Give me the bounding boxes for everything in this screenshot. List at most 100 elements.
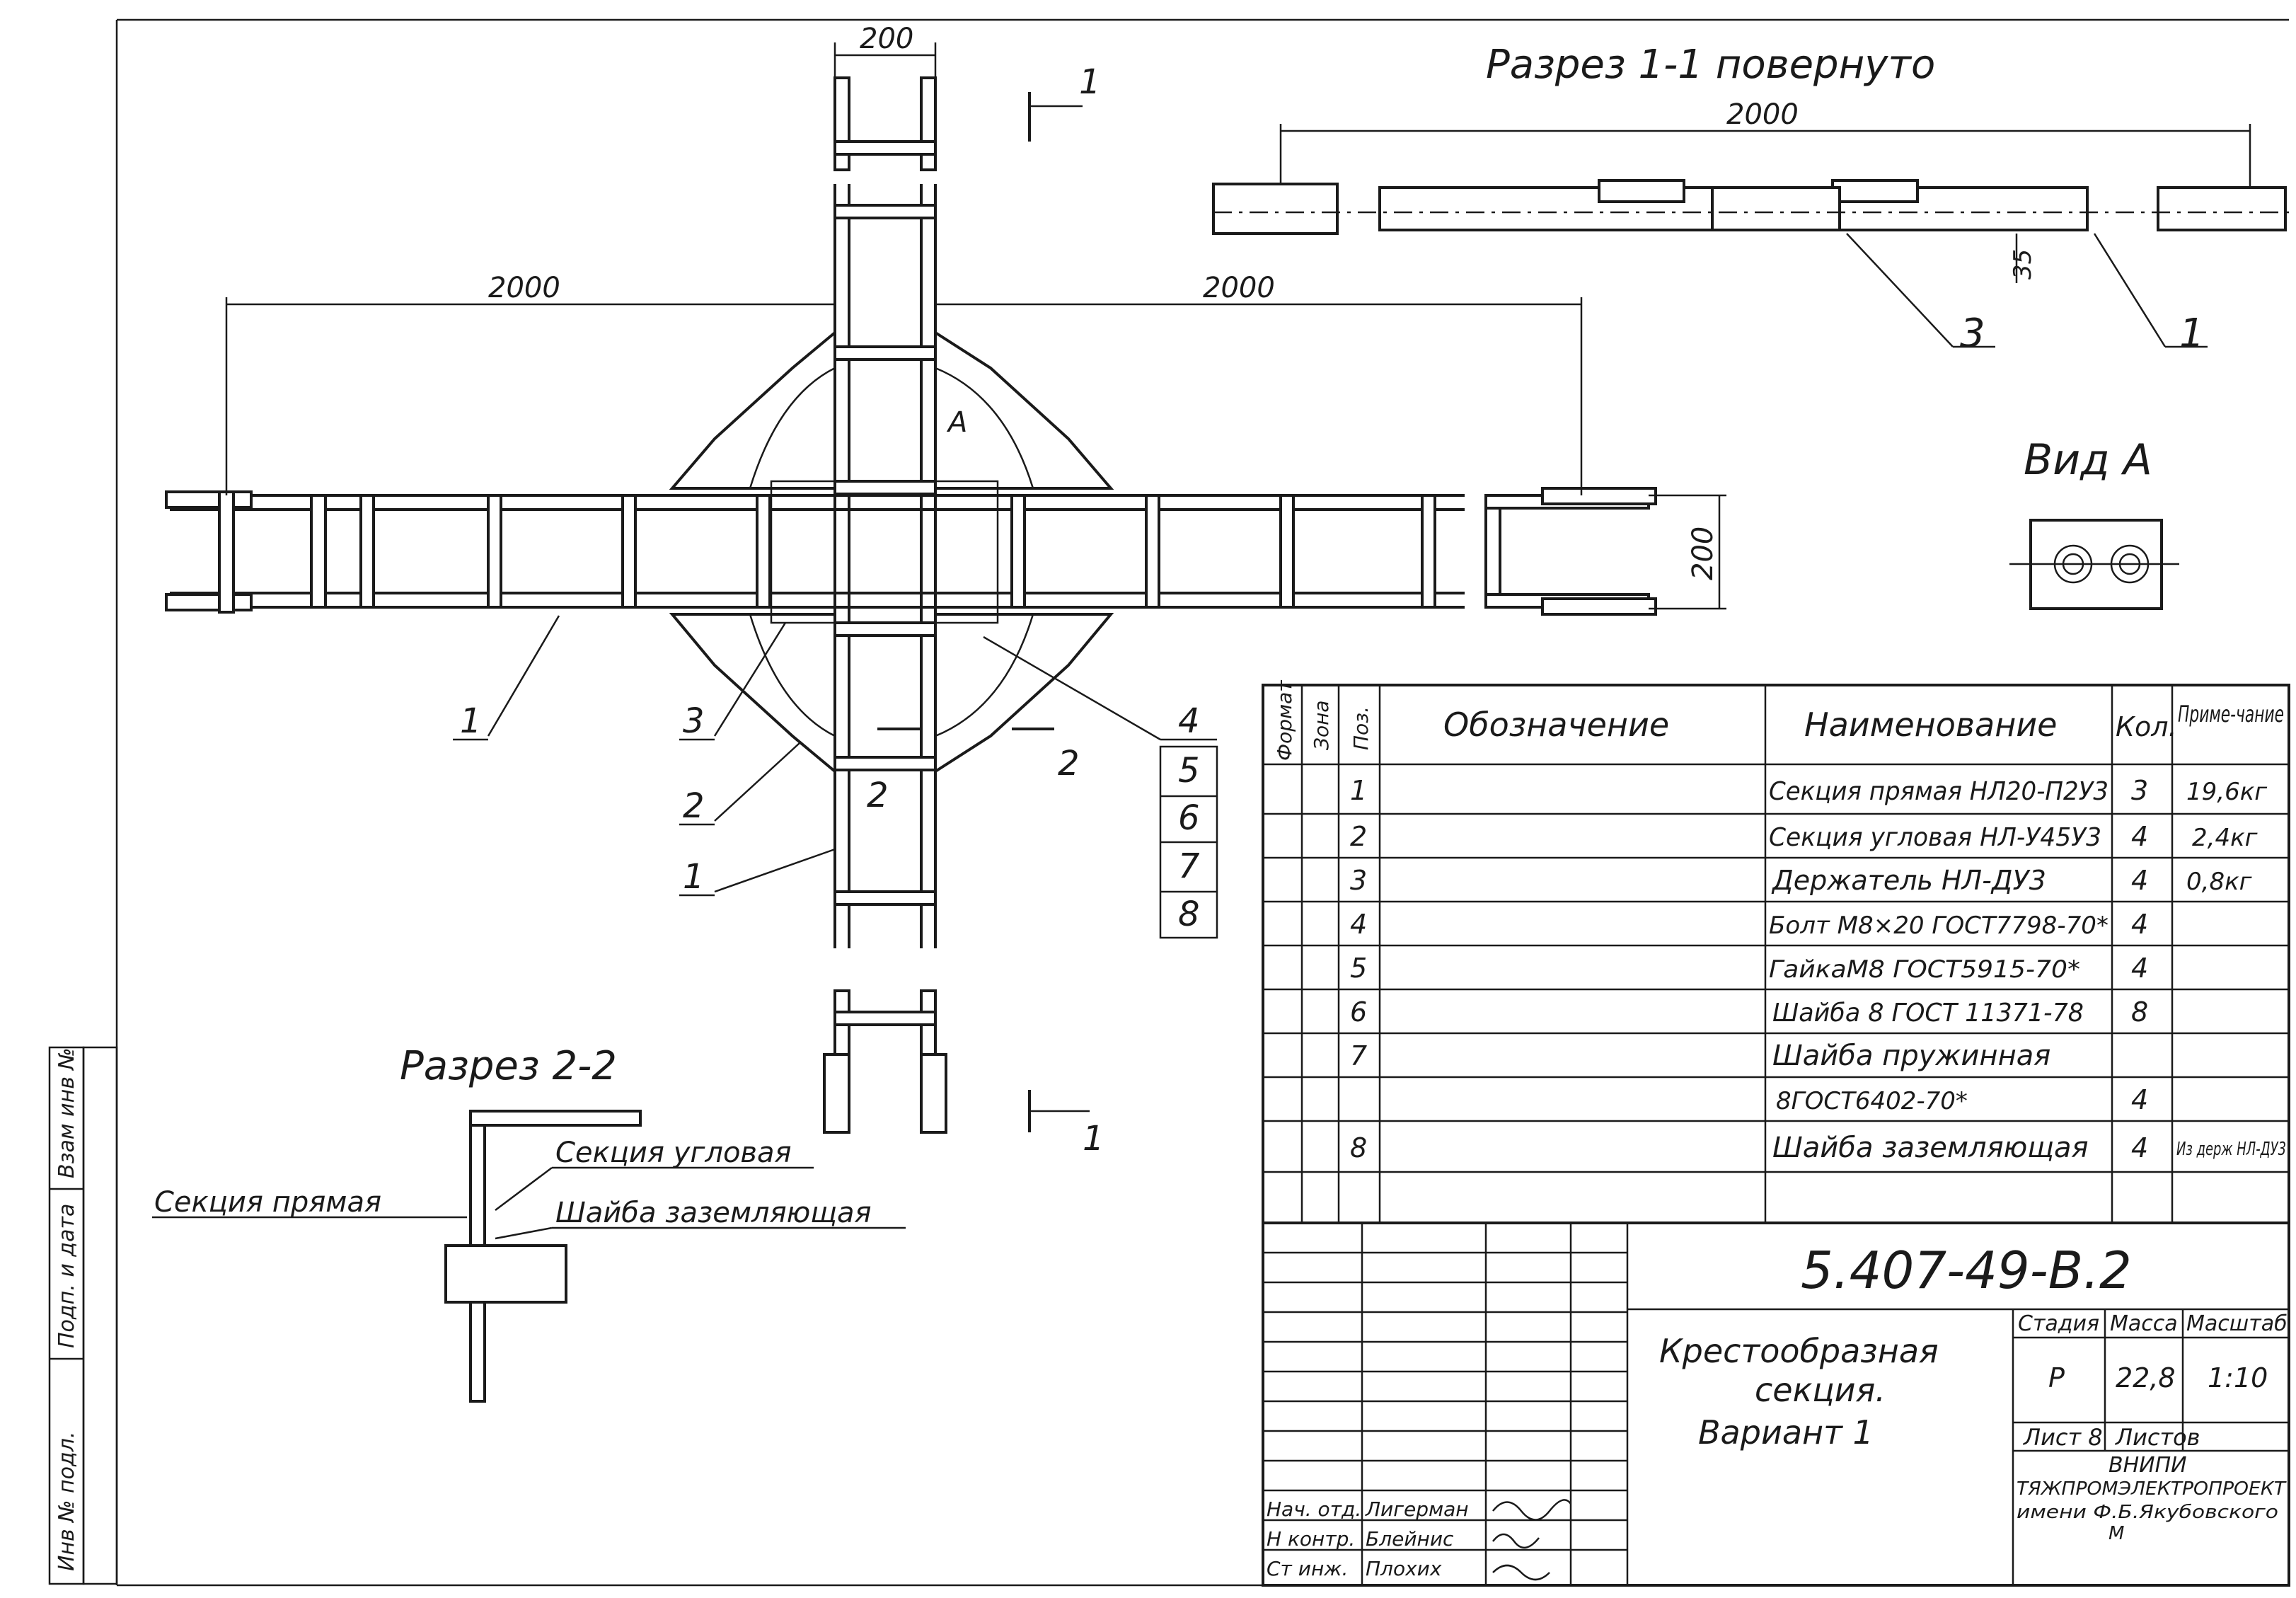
row-6-name: Шайба 8 ГОСТ 11371-78 [1772, 999, 2084, 1028]
sig-role-3: Ст инж. [1267, 1557, 1348, 1580]
section-1-1-drawing [1212, 124, 2289, 348]
sig-role-2: Н контр. [1267, 1527, 1355, 1551]
row-3-name: Держатель НЛ-ДУ3 [1771, 865, 2046, 896]
table-header-format: Формат [1273, 680, 1296, 761]
row-7b-name: 8ГОСТ6402-70* [1776, 1087, 1968, 1115]
callout-4: 4 [1178, 701, 1200, 741]
stage-value: Р [2048, 1362, 2065, 1393]
right-end-piece [1484, 487, 1657, 616]
cut-mark-2-left: 2 [867, 776, 889, 815]
table-header-name: Наименование [1804, 706, 2057, 744]
table-header-zone: Зона [1310, 700, 1333, 750]
callout-2: 2 [683, 786, 705, 826]
sig-name-3: Плохих [1366, 1557, 1442, 1580]
spec-rows: 1 Секция прямая НЛ20-П2У3 3 19,6кг 2 Сек… [1350, 775, 2286, 1164]
row-7b-qty: 4 [2131, 1084, 2148, 1115]
section-1-1-callout-3: 3 [1960, 311, 1985, 357]
cut-mark-2-right: 2 [1058, 744, 1080, 783]
mass-label: Масса [2110, 1311, 2178, 1336]
cut-mark-1-top: 1 [1079, 62, 1101, 102]
row-4-pos: 4 [1350, 909, 1367, 940]
row-3-qty: 4 [2131, 865, 2148, 896]
section-2-2-title: Разрез 2-2 [400, 1043, 617, 1089]
horizontal-rungs [359, 494, 1436, 609]
section-2-2-label-straight: Секция прямая [154, 1186, 381, 1219]
section-1-1-dim-2000: 2000 [1726, 98, 1799, 131]
table-header-note: Приме-чание [2178, 701, 2284, 728]
row-8-qty: 4 [2131, 1132, 2148, 1163]
section-2-2-label-washer: Шайба заземляющая [555, 1197, 872, 1229]
top-end-piece [833, 76, 937, 171]
corner-sections [669, 329, 1114, 775]
scale-label: Масштаб [2186, 1311, 2288, 1336]
row-6-qty: 8 [2131, 996, 2148, 1028]
leader-lines [453, 615, 1217, 897]
row-1-pos: 1 [1350, 775, 1367, 806]
callout-1-left: 1 [460, 701, 482, 741]
view-a-drawing [2009, 519, 2179, 610]
row-5-pos: 5 [1350, 953, 1367, 984]
view-a-marker: А [946, 406, 967, 439]
dimension-lines [225, 42, 1726, 610]
handwritten-signatures [1492, 1499, 1572, 1581]
stamp-replace-label: Взам инв № [54, 1047, 79, 1178]
view-a-title: Вид А [2024, 435, 2152, 485]
row-8-name: Шайба заземляющая [1772, 1132, 2089, 1164]
section-1-1-dim-35: 35 [2009, 249, 2037, 280]
bottom-end-piece [823, 989, 947, 1134]
row-1-note: 19,6кг [2186, 778, 2268, 806]
title-block [1262, 1222, 2290, 1587]
org-line-3: имени Ф.Б.Якубовского [2017, 1502, 2278, 1523]
row-8-pos: 8 [1350, 1132, 1367, 1163]
table-header-qty: Кол. [2116, 711, 2177, 742]
scale-value: 1:10 [2208, 1362, 2268, 1393]
sig-name-2: Блейнис [1366, 1527, 1454, 1551]
section-1-1-title: Разрез 1-1 повернуто [1486, 42, 1935, 88]
table-header-designation: Обозначение [1443, 706, 1669, 744]
row-2-note: 2,4кг [2192, 824, 2258, 852]
cross-section-plan [165, 42, 1726, 1134]
sig-name-1: Лигерман [1365, 1498, 1469, 1521]
dim-top-200: 200 [860, 23, 913, 55]
doc-number: 5.407-49-В.2 [1801, 1241, 2132, 1300]
row-5-qty: 4 [2131, 953, 2148, 984]
callout-3: 3 [683, 701, 705, 741]
row-3-pos: 3 [1350, 865, 1367, 896]
dim-right-2000: 2000 [1203, 272, 1275, 304]
title-line-3: Вариант 1 [1698, 1413, 1874, 1452]
dim-side-200: 200 [1687, 527, 1719, 580]
section-1-1-callout-1: 1 [2179, 311, 2205, 357]
callout-stack [1159, 745, 1218, 939]
callout-6: 6 [1178, 798, 1200, 838]
sig-role-1: Нач. отд. [1267, 1498, 1361, 1521]
org-line-1: ВНИПИ [2108, 1453, 2187, 1478]
row-1-qty: 3 [2131, 775, 2148, 806]
row-5-name: ГайкаМ8 ГОСТ5915-70* [1769, 955, 2080, 984]
row-7-name: Шайба пружинная [1772, 1040, 2050, 1072]
section-2-2-label-angled: Секция угловая [555, 1137, 792, 1169]
org-line-4: М [2108, 1523, 2124, 1544]
row-1-name: Секция прямая НЛ20-П2У3 [1769, 777, 2108, 806]
cut-mark-1-bottom: 1 [1083, 1119, 1104, 1159]
title-line-2: секция. [1755, 1371, 1886, 1409]
row-8-note: Из держ НЛ-ДУ3 [2176, 1139, 2286, 1160]
sheets-label: Листов [2115, 1424, 2200, 1451]
row-3-note: 0,8кг [2186, 868, 2253, 896]
stamp-sign-label: Подп. и дата [54, 1204, 79, 1348]
org-line-2: ТЯЖПРОМЭЛЕКТРОПРОЕКТ [2017, 1478, 2287, 1500]
dim-left-2000: 2000 [488, 272, 560, 304]
left-end-piece [165, 490, 327, 614]
cut-marks [877, 92, 1090, 1132]
row-6-pos: 6 [1350, 996, 1367, 1028]
stamp-inv-label: Инв № подл. [54, 1432, 79, 1571]
callout-8: 8 [1178, 895, 1200, 934]
mass-value: 22,8 [2116, 1362, 2176, 1393]
row-4-qty: 4 [2131, 909, 2148, 940]
callout-1-bottom: 1 [683, 857, 705, 897]
row-4-name: Болт М8×20 ГОСТ7798-70* [1769, 912, 2108, 940]
callout-5: 5 [1178, 751, 1200, 791]
sheet-label: Лист 8 [2023, 1424, 2103, 1451]
callout-7: 7 [1178, 846, 1200, 886]
section-2-2-drawing [152, 1110, 906, 1403]
